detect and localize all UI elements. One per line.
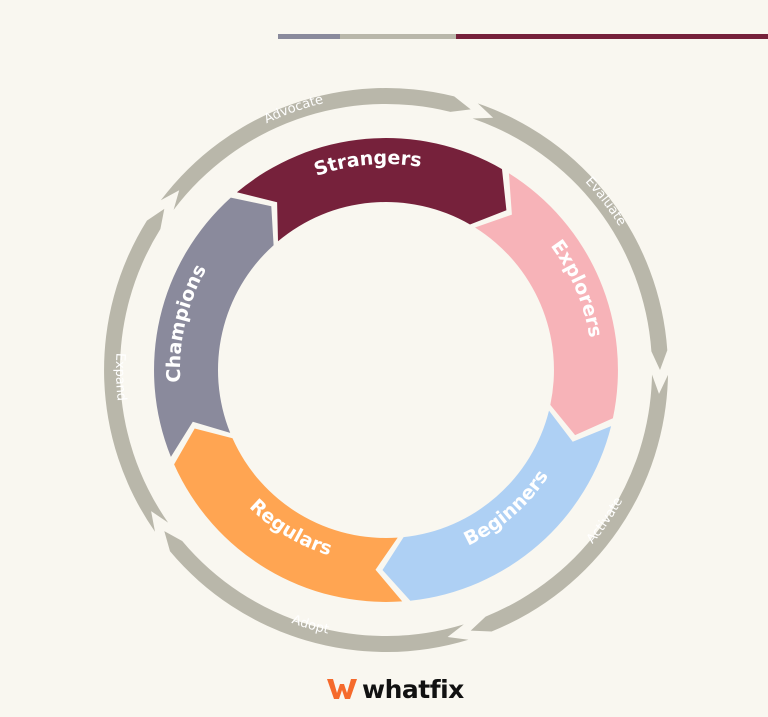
- inner-ring: StrangersExplorersBeginnersRegularsChamp…: [154, 138, 618, 602]
- inner-segment-strangers: [236, 138, 507, 242]
- inner-segment-explorers: [475, 173, 618, 436]
- whatfix-logo: whatfix: [326, 672, 464, 706]
- outer-arrow-advocate: [160, 88, 471, 210]
- whatfix-logo-mark-icon: [327, 679, 357, 699]
- outer-label-expand: Expand: [112, 353, 129, 402]
- outer-arrow-adopt: [164, 531, 469, 653]
- top-bar-maroon: [456, 34, 768, 39]
- outer-arrow-activate: [470, 374, 668, 632]
- top-bar-beige: [340, 34, 456, 39]
- outer-arrow-evaluate: [472, 103, 668, 371]
- top-bar-gray: [278, 34, 340, 39]
- inner-segment-champions: [154, 197, 274, 457]
- inner-segment-beginners: [382, 410, 612, 601]
- logo-text: whatfix: [362, 674, 464, 704]
- inner-segment-regulars: [174, 428, 403, 602]
- outer-arrow-expand: [104, 208, 169, 532]
- outer-label-evaluate: Evaluate: [582, 174, 629, 229]
